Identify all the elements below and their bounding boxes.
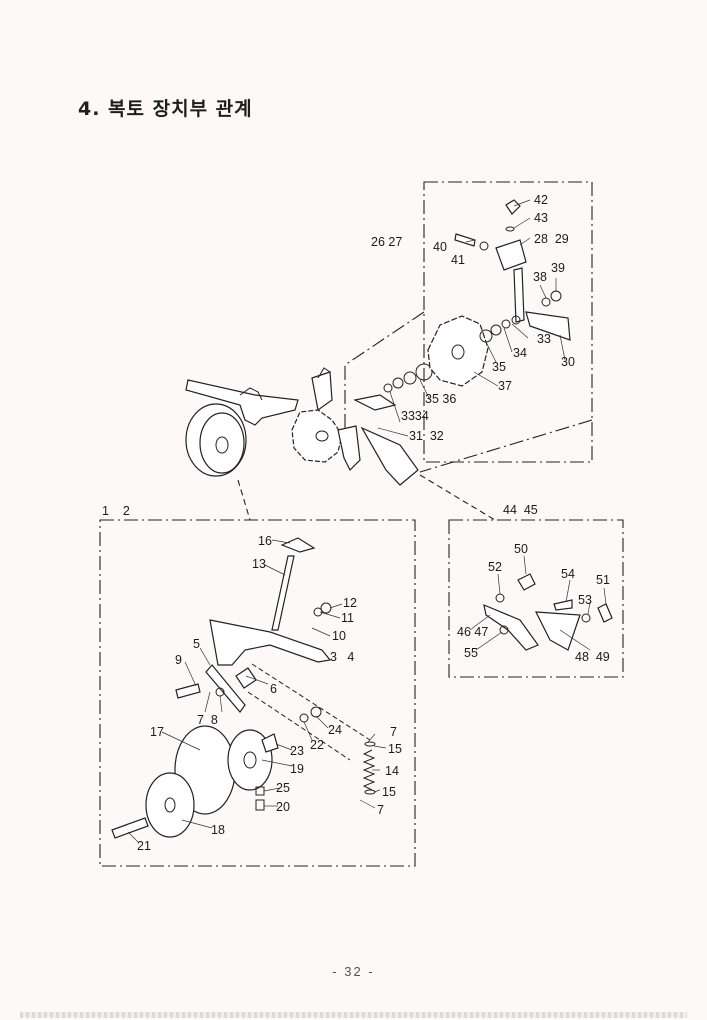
callout-53: 53 — [578, 593, 592, 607]
callout-42: 42 — [534, 193, 548, 207]
callout-43: 43 — [534, 211, 548, 225]
callout-7-lower: 7 — [377, 803, 384, 817]
callout-25: 25 — [276, 781, 290, 795]
callout-38: 38 — [533, 270, 547, 284]
callout-50: 50 — [514, 542, 528, 556]
lower-left-connector — [237, 479, 251, 521]
callout-31-32: 31 32 — [409, 429, 444, 443]
callout-labels: 42 43 28 29 26 27 40 41 38 39 33 34 35 3… — [102, 193, 610, 853]
callout-33-upper: 33 — [537, 332, 551, 346]
callout-26-27: 26 27 — [371, 235, 402, 249]
callout-35-upper: 35 — [492, 360, 506, 374]
callout-15-lower: 15 — [382, 785, 396, 799]
callout-9: 9 — [175, 653, 182, 667]
callout-13: 13 — [252, 557, 266, 571]
scan-edge-strip — [20, 1012, 687, 1018]
callout-10: 10 — [332, 629, 346, 643]
lower-right-frame — [448, 519, 624, 678]
callout-6: 6 — [270, 682, 277, 696]
callout-30: 30 — [561, 355, 575, 369]
callout-39: 39 — [551, 261, 565, 275]
callout-35-36: 35 36 — [425, 392, 456, 406]
callout-7-8: 7 8 — [197, 713, 218, 727]
callout-23: 23 — [290, 744, 304, 758]
callout-12: 12 — [343, 596, 357, 610]
callout-46-47: 46 47 — [457, 625, 488, 639]
lower-left-parts — [111, 537, 376, 839]
main-assembly — [185, 363, 433, 486]
callout-24: 24 — [328, 723, 342, 737]
callout-7-upper: 7 — [390, 725, 397, 739]
callout-55: 55 — [464, 646, 478, 660]
callout-20: 20 — [276, 800, 290, 814]
callout-18: 18 — [211, 823, 225, 837]
callout-54: 54 — [561, 567, 575, 581]
callout-34-upper: 34 — [513, 346, 527, 360]
callout-40: 40 — [433, 240, 447, 254]
callout-48-49: 48 49 — [575, 650, 610, 664]
callout-5: 5 — [193, 637, 200, 651]
callout-28-29: 28 29 — [534, 232, 569, 246]
callout-17: 17 — [150, 725, 164, 739]
callout-44-45: 44 45 — [503, 503, 538, 517]
callout-51: 51 — [596, 573, 610, 587]
callout-41: 41 — [451, 253, 465, 267]
leader-lines — [127, 199, 607, 843]
page-title: 4. 복토 장치부 관계 — [78, 98, 253, 120]
lower-right-parts — [483, 573, 613, 651]
callout-1-2: 1 2 — [102, 504, 130, 518]
callout-21: 21 — [137, 839, 151, 853]
page-number: - 32 - — [332, 964, 375, 979]
callout-15-upper: 15 — [388, 742, 402, 756]
upper-detail-frame — [423, 181, 593, 463]
callout-14: 14 — [385, 764, 399, 778]
callout-3-4: 3 4 — [330, 650, 354, 664]
callout-19: 19 — [290, 762, 304, 776]
upper-detail-connector — [344, 311, 593, 473]
callout-37: 37 — [498, 379, 512, 393]
callout-16: 16 — [258, 534, 272, 548]
callout-11: 11 — [341, 611, 354, 625]
lower-left-frame — [99, 519, 416, 867]
upper-detail-parts — [427, 199, 571, 387]
lower-right-connector — [419, 474, 496, 521]
callout-52: 52 — [488, 560, 502, 574]
callout-33-34: 3334 — [401, 409, 429, 423]
callout-22: 22 — [310, 738, 324, 752]
